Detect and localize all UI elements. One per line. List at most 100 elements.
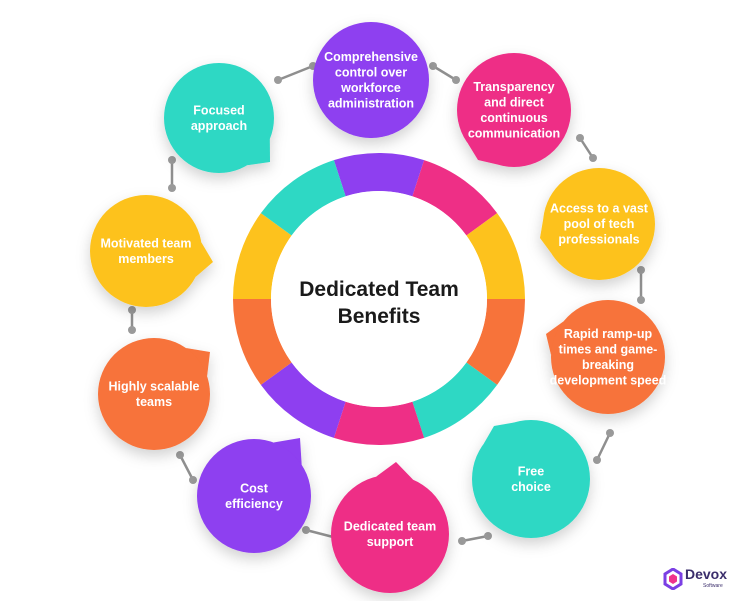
connector-line — [432, 64, 457, 82]
bubble-circle — [457, 53, 571, 167]
brand-logo: Devox Software — [663, 566, 743, 594]
bubble-circle — [90, 195, 202, 307]
benefit-label-line: workforce — [340, 81, 401, 95]
connector-dot — [189, 476, 197, 484]
ring-segment — [260, 362, 346, 438]
center-title: Dedicated Team Benefits — [299, 278, 459, 328]
benefit-label: Dedicated team support — [344, 519, 436, 549]
connector-dot — [452, 76, 460, 84]
benefit-label-line: Free — [518, 464, 544, 478]
ring-segment — [412, 160, 498, 236]
benefit-label-line: professionals — [558, 233, 639, 247]
benefit-bubble — [546, 300, 665, 414]
benefit-bubble — [472, 420, 590, 538]
brand-subtitle: Software — [703, 583, 723, 589]
bubble-circle — [197, 439, 311, 553]
connector-line — [178, 454, 195, 481]
bubble-circle — [313, 22, 429, 138]
ring-segment — [233, 299, 292, 385]
connector-dot — [128, 326, 136, 334]
bubble-circle — [98, 338, 210, 450]
ring-segment — [233, 213, 292, 299]
benefit-label: Cost efficiency — [225, 481, 283, 511]
benefit-label-line: Comprehensive — [324, 50, 418, 64]
benefit-bubble — [331, 462, 449, 593]
connector-line — [277, 64, 314, 82]
benefit-label: Focused approach — [191, 103, 247, 133]
benefit-label-line: Transparency — [473, 80, 554, 94]
bubble-circle — [472, 420, 590, 538]
benefit-label: Free choice — [511, 464, 551, 494]
benefit-label-line: choice — [511, 480, 551, 494]
benefit-label-line: times and game- — [559, 342, 658, 356]
connector-dot — [274, 76, 282, 84]
benefit-label: Motivated team members — [101, 236, 192, 266]
benefit-label-line: continuous — [480, 111, 547, 125]
benefit-label-line: breaking — [582, 358, 634, 372]
benefit-label-line: teams — [136, 395, 172, 409]
connector-dot — [429, 62, 437, 70]
benefit-label-line: pool of tech — [564, 217, 635, 231]
benefit-label-line: administration — [328, 96, 414, 110]
benefit-label-line: efficiency — [225, 497, 283, 511]
connector-dot — [637, 296, 645, 304]
benefit-label-line: control over — [335, 65, 407, 79]
connector-dot — [302, 526, 310, 534]
connector-dot — [589, 154, 597, 162]
benefit-label-line: and direct — [484, 95, 545, 109]
benefit-label-line: members — [118, 252, 174, 266]
ring-segment — [260, 160, 346, 236]
center-title-line-1: Dedicated Team — [299, 278, 459, 301]
connector-line — [595, 432, 612, 461]
connector-dot — [458, 537, 466, 545]
connectors — [128, 62, 645, 545]
connector-dot — [168, 156, 176, 164]
benefit-label-line: development speed — [550, 373, 667, 387]
connector-dot — [168, 184, 176, 192]
bubble-circle — [331, 475, 449, 593]
benefit-label-line: Rapid ramp-up — [564, 327, 653, 341]
benefit-label-line: Dedicated team — [344, 519, 436, 533]
connector-dot — [606, 429, 614, 437]
connector-dot — [484, 532, 492, 540]
benefit-label-line: Focused — [193, 103, 244, 117]
benefit-bubble — [90, 195, 213, 307]
bubble-circle — [551, 300, 665, 414]
benefit-label-line: Motivated team — [101, 236, 192, 250]
center-title-line-2: Benefits — [338, 305, 421, 328]
benefit-label-line: Access to a vast — [550, 202, 649, 216]
benefits-ring — [233, 153, 525, 445]
connector-dot — [637, 266, 645, 274]
ring-segment — [412, 362, 498, 438]
benefit-label-line: Highly scalable — [108, 379, 199, 393]
bubble-circle — [164, 63, 274, 173]
connector-dot — [128, 306, 136, 314]
benefit-bubble — [313, 22, 429, 138]
bubble-circle — [543, 168, 655, 280]
benefit-label: Highly scalable teams — [108, 379, 199, 409]
ring-segment — [466, 213, 525, 299]
benefit-label-line: support — [367, 535, 414, 549]
benefit-label-line: approach — [191, 119, 247, 133]
hexagon-logo-icon — [663, 568, 683, 590]
benefit-bubble — [457, 53, 571, 167]
ring-segment — [333, 401, 425, 445]
brand-name: Devox — [685, 566, 728, 582]
benefit-bubble — [540, 168, 655, 280]
benefit-bubble — [164, 63, 274, 173]
ring-segment — [466, 299, 525, 385]
benefit-label-line: Cost — [240, 481, 269, 495]
connector-dot — [576, 134, 584, 142]
connector-line — [461, 534, 489, 543]
benefit-bubble — [197, 438, 311, 553]
benefit-label-line: communication — [468, 126, 560, 140]
connector-dot — [176, 451, 184, 459]
ring-segment — [333, 153, 425, 197]
